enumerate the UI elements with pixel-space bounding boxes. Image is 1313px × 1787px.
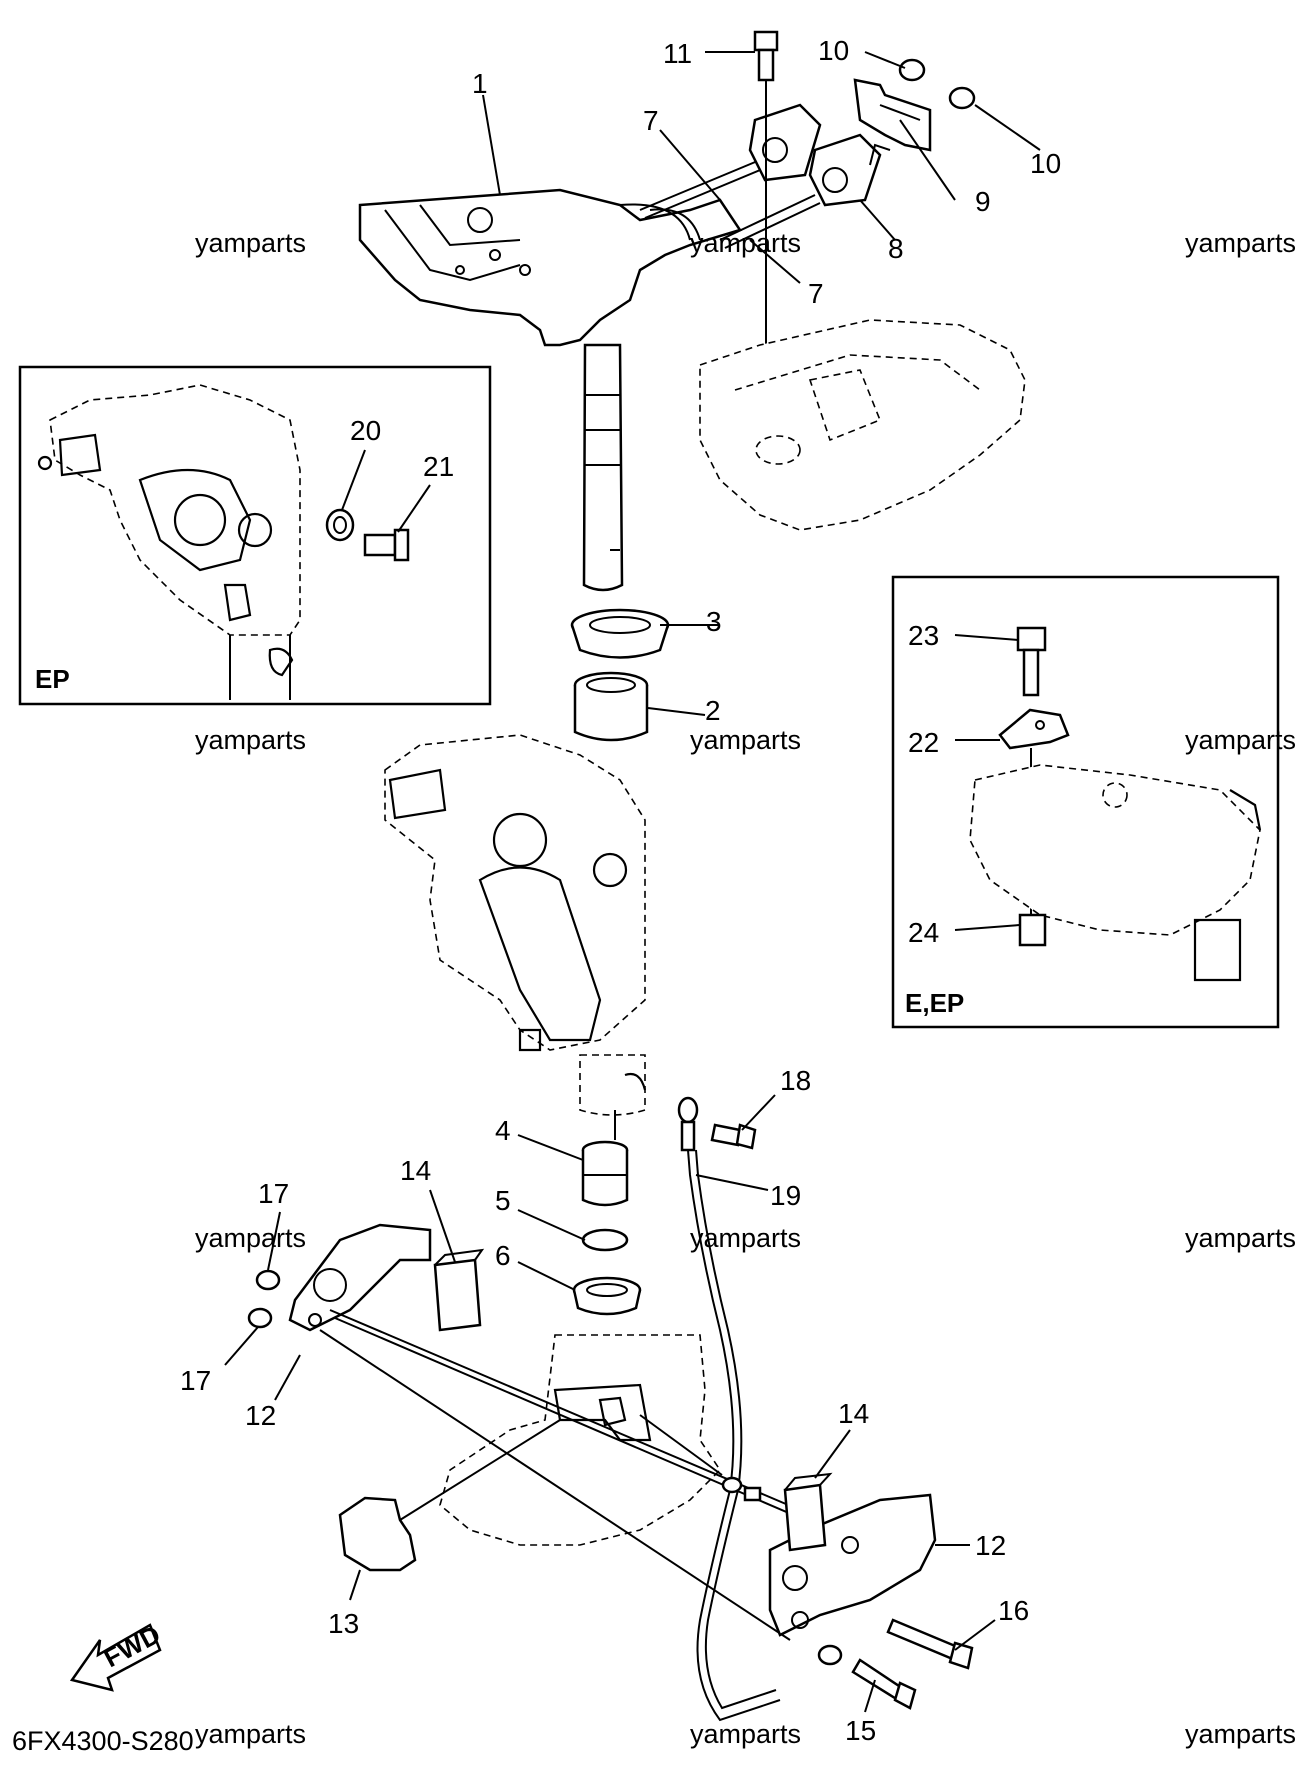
callout-14-left: 14 xyxy=(400,1155,431,1186)
watermark: yamparts xyxy=(690,725,801,755)
lower-bushings xyxy=(572,1140,642,1316)
lower-mount-assembly xyxy=(247,1123,974,1710)
inset-label-ep: EP xyxy=(35,664,70,694)
stud-bolts xyxy=(639,159,821,249)
callout-17-upper: 17 xyxy=(258,1178,289,1209)
callout-7-upper: 7 xyxy=(643,105,659,136)
callout-14-right: 14 xyxy=(838,1398,869,1429)
watermark: yamparts xyxy=(1185,1223,1296,1253)
watermark: yamparts xyxy=(690,1223,801,1253)
callout-2: 2 xyxy=(705,695,721,726)
callout-12-left: 12 xyxy=(245,1400,276,1431)
swivel-bracket-ghost xyxy=(384,734,647,1140)
callout-9: 9 xyxy=(975,186,991,217)
ground-lead xyxy=(639,1096,843,1722)
nuts xyxy=(898,58,976,110)
callout-16: 16 xyxy=(998,1595,1029,1626)
watermark: yamparts xyxy=(195,1223,306,1253)
callout-numbers: 1 2 3 4 5 6 7 7 8 9 10 10 11 12 12 13 14… xyxy=(180,35,1061,1746)
upper-bushing-and-sleeve xyxy=(570,608,670,742)
leader-lines xyxy=(224,51,1041,1713)
inset-box-e-ep: E,EP xyxy=(891,575,1280,1029)
mount-plate xyxy=(853,78,932,152)
watermark: yamparts xyxy=(1185,725,1296,755)
mount-rubbers xyxy=(748,103,891,207)
callout-21: 21 xyxy=(423,451,454,482)
steering-shaft xyxy=(582,343,624,592)
callout-3: 3 xyxy=(706,606,722,637)
callout-1: 1 xyxy=(472,68,488,99)
callout-7-lower: 7 xyxy=(808,278,824,309)
drawing-code: 6FX4300-S280 xyxy=(12,1726,194,1756)
callout-6: 6 xyxy=(495,1240,511,1271)
inset-label-e-ep: E,EP xyxy=(905,988,964,1018)
fwd-arrow-icon: FWD xyxy=(69,1619,165,1692)
top-bolt xyxy=(753,30,779,420)
callout-22: 22 xyxy=(908,727,939,758)
callout-13: 13 xyxy=(328,1608,359,1639)
callout-15: 15 xyxy=(845,1715,876,1746)
watermark: yamparts xyxy=(1185,1719,1296,1749)
watermark: yamparts xyxy=(690,228,801,258)
callout-10-left: 10 xyxy=(818,35,849,66)
lower-unit-ghost xyxy=(439,1334,722,1546)
callout-19: 19 xyxy=(770,1180,801,1211)
callout-4: 4 xyxy=(495,1115,511,1146)
callout-5: 5 xyxy=(495,1185,511,1216)
callout-11: 11 xyxy=(663,38,692,69)
callout-12-right: 12 xyxy=(975,1530,1006,1561)
watermark: yamparts xyxy=(1185,228,1296,258)
callout-24: 24 xyxy=(908,917,939,948)
steering-bracket-part xyxy=(358,188,742,347)
watermarks: yamparts yamparts yamparts yamparts yamp… xyxy=(195,228,1296,1749)
callout-8: 8 xyxy=(888,233,904,264)
callout-20: 20 xyxy=(350,415,381,446)
watermark: yamparts xyxy=(195,725,306,755)
callout-10-right: 10 xyxy=(1030,148,1061,179)
watermark: yamparts xyxy=(690,1719,801,1749)
engine-base-ghost xyxy=(699,319,1026,531)
inset-box-ep: EP xyxy=(18,365,492,706)
callout-18: 18 xyxy=(780,1065,811,1096)
watermark: yamparts xyxy=(195,1719,306,1749)
watermark: yamparts xyxy=(195,228,306,258)
callout-23: 23 xyxy=(908,620,939,651)
callout-17-lower: 17 xyxy=(180,1365,211,1396)
